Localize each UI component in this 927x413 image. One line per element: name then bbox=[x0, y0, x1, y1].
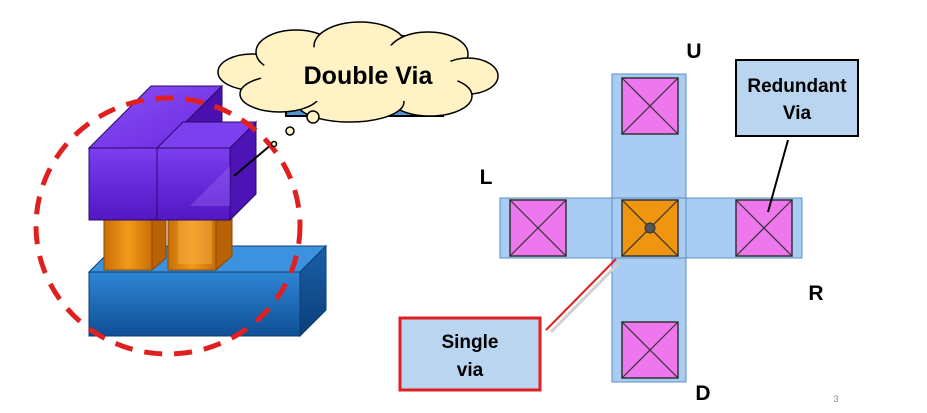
redundant-via-label-line2: Via bbox=[783, 103, 812, 124]
single-via-pointer bbox=[545, 258, 617, 331]
callout-pointer-line bbox=[233, 143, 273, 177]
thought-cloud bbox=[217, 21, 499, 123]
redundant-via-label-box bbox=[735, 59, 859, 137]
redundant-via-up bbox=[621, 77, 679, 135]
direction-right-label: R bbox=[808, 282, 823, 305]
redundant-via-pointer bbox=[767, 139, 789, 213]
via-block-left bbox=[103, 203, 167, 272]
single-via-label-box bbox=[398, 316, 542, 392]
highlight-circle bbox=[33, 95, 303, 357]
single-via-center bbox=[621, 199, 679, 257]
upper-metal-front-right bbox=[156, 147, 231, 221]
thought-bubble-small bbox=[270, 140, 278, 148]
direction-down-label: D bbox=[695, 382, 710, 405]
direction-left-label: L bbox=[480, 166, 493, 189]
page-number: 3 bbox=[833, 394, 838, 404]
redundant-via-label-line1: Redundant bbox=[747, 76, 847, 97]
upper-metal-front-left bbox=[88, 147, 158, 221]
redundant-via-left bbox=[509, 199, 567, 257]
redundant-via-right bbox=[735, 199, 793, 257]
redundant-via-down bbox=[621, 321, 679, 379]
single-via-label-line1: Single bbox=[441, 332, 498, 353]
callout-double-via: Double Via bbox=[304, 62, 434, 90]
single-via-label-line2: via bbox=[457, 360, 484, 381]
lower-metal-front bbox=[88, 271, 301, 337]
thought-bubble-large bbox=[306, 110, 320, 124]
thought-bubble-medium bbox=[285, 126, 295, 136]
direction-up-label: U bbox=[686, 40, 701, 63]
